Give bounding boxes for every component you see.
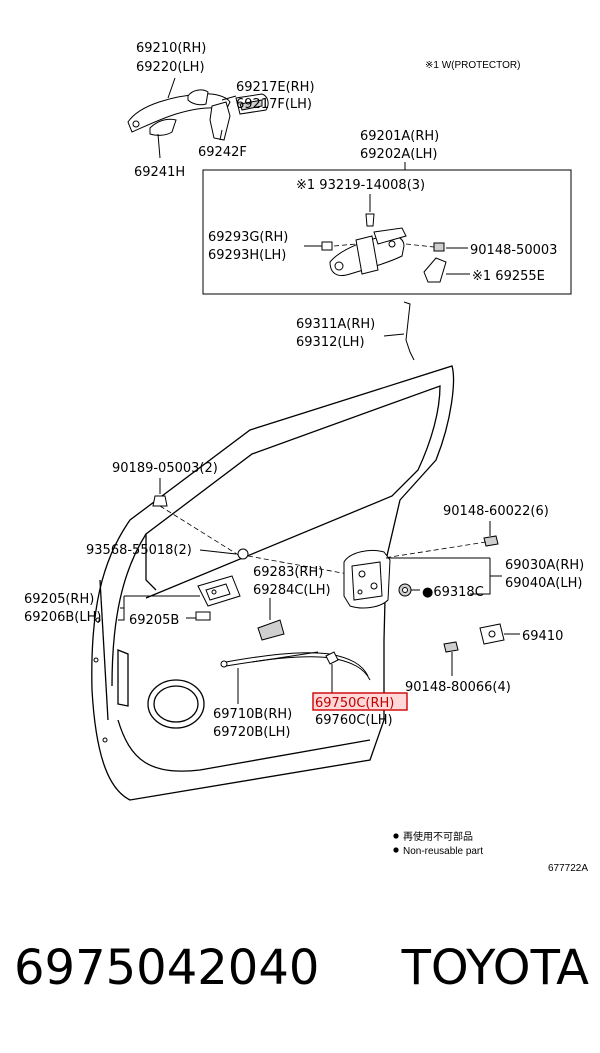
label-69217e: 69217E(RH): [236, 80, 315, 95]
label-69293h: 69293H(LH): [208, 248, 286, 263]
label-69284c: 69284C(LH): [253, 583, 331, 598]
label-69220: 69220(LH): [136, 60, 205, 75]
handle-frame-box: [202, 169, 572, 295]
leader-69242f: [219, 129, 223, 141]
diagram-code: 677722A: [548, 863, 588, 874]
leader-69311a: [383, 333, 405, 337]
label-69242f: 69242F: [198, 145, 247, 160]
dash-69293g: [333, 243, 357, 247]
striker-drawing: [479, 623, 505, 645]
outside-handle-drawing: [127, 89, 269, 141]
label-69217f: 69217F(LH): [236, 97, 312, 112]
label-69720b: 69720B(LH): [213, 725, 290, 740]
dash-90148-50003: [405, 243, 435, 248]
leader-69217: [221, 95, 237, 101]
leader-93568: [199, 549, 237, 555]
legend-bullet-en: [393, 847, 399, 853]
legend-jp: 再使用不可部品: [403, 830, 473, 843]
label-69283: 69283(RH): [253, 565, 323, 580]
label-69710b: 69710B(RH): [213, 707, 292, 722]
label-69201a: 69201A(RH): [360, 129, 439, 144]
label-69202a: 69202A(LH): [360, 147, 437, 162]
footer-brand: TOYOTA: [401, 940, 589, 996]
label-69040a: 69040A(LH): [505, 576, 582, 591]
label-69205: 69205(RH): [24, 592, 94, 607]
door-lock-drawing: [343, 549, 412, 609]
label-90189: 90189-05003(2): [112, 461, 218, 476]
highlighted-part-box: [312, 692, 408, 711]
screw-93568-drawing: [237, 548, 249, 560]
dash-93568: [247, 555, 349, 575]
label-90148-50003: 90148-50003: [470, 243, 557, 258]
handle-frame-drawing: [321, 213, 447, 283]
label-69293g: 69293G(RH): [208, 230, 288, 245]
label-93568: 93568-55018(2): [86, 543, 192, 558]
label-69312: 69312(LH): [296, 335, 365, 350]
door-panel-drawing: [91, 365, 455, 801]
label-69255e: ※1 69255E: [472, 269, 545, 284]
bolt-90148-60022-drawing: [483, 535, 499, 547]
label-69311a: 69311A(RH): [296, 317, 375, 332]
inside-handle-drawing: [195, 575, 241, 621]
label-69206b: 69206B(LH): [24, 610, 101, 625]
footer-part-number: 6975042040: [14, 940, 320, 996]
label-69318c: ●69318C: [422, 585, 484, 600]
protector-note: ※1 W(PROTECTOR): [425, 60, 520, 71]
label-69205b: 69205B: [129, 613, 179, 628]
cable-drawing: [220, 651, 371, 681]
leader-69030a-bracket: [470, 558, 491, 595]
label-90148-60022: 90148-60022(6): [443, 504, 549, 519]
label-93219: ※1 93219-14008(3): [296, 178, 425, 193]
lock-rod-drawing: [403, 301, 415, 361]
label-69760c: 69760C(LH): [315, 713, 393, 728]
footer: 6975042040 TOYOTA: [14, 940, 589, 1010]
label-69241h: 69241H: [134, 165, 185, 180]
cover-69283-drawing: [257, 619, 285, 641]
legend-bullet-jp: [393, 833, 399, 839]
label-69750c: 69750C(RH): [315, 696, 394, 711]
dash-90148-60022: [383, 541, 487, 559]
leader-69241h: [157, 133, 161, 159]
bolt-90148-80066-drawing: [443, 641, 459, 653]
legend-en: Non-reusable part: [403, 846, 483, 857]
label-69410: 69410: [522, 629, 563, 644]
label-90148-80066: 90148-80066(4): [405, 680, 511, 695]
label-69030a: 69030A(RH): [505, 558, 584, 573]
leader-69205-bracket: [118, 596, 125, 621]
label-69210: 69210(RH): [136, 41, 206, 56]
clip-90189-drawing: [152, 495, 168, 507]
leader-69210: [167, 77, 176, 99]
